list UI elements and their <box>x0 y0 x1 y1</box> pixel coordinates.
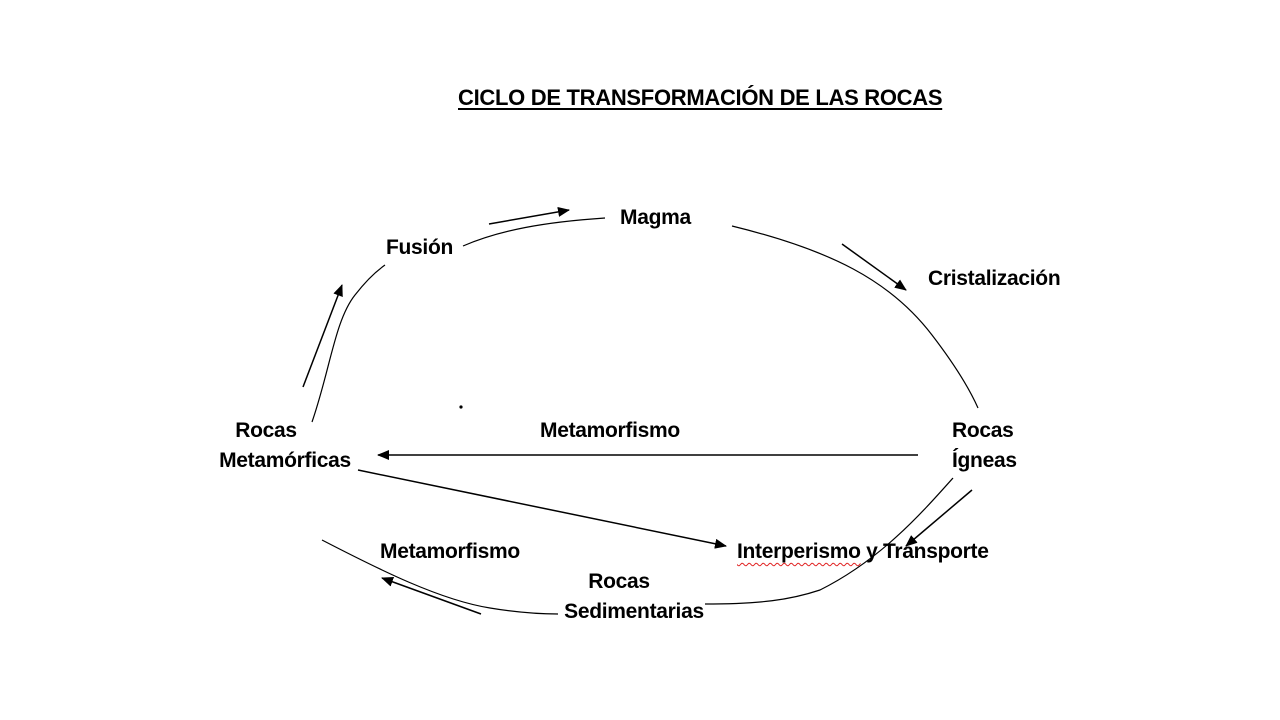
curve-magma-to-igneas <box>731 225 979 409</box>
stray-dot <box>459 405 463 409</box>
label-metamorfismo-bottom: Metamorfismo <box>380 540 520 563</box>
node-rocas-sedimentarias: Rocas Sedimentarias <box>554 567 714 627</box>
transporte-words: y Transporte <box>860 540 989 563</box>
node-fusion: Fusión <box>386 236 454 259</box>
diagram-title: CICLO DE TRANSFORMACIÓN DE LAS ROCAS <box>458 85 943 110</box>
node-rocas-igneas: Rocas Ígneas <box>952 416 1017 476</box>
node-rocas-metamorficas-line2: Metamórficas <box>219 449 351 472</box>
node-magma: Magma <box>620 206 691 229</box>
curve-metamorficas-to-fusion <box>311 264 386 423</box>
label-interperismo-transporte: Interperismo y Transporte <box>737 537 989 567</box>
arrow-metamorfismo-bottom <box>381 577 482 615</box>
arrow-metamorficas-to-interperismo <box>357 469 727 549</box>
node-rocas-sedimentarias-line2: Sedimentarias <box>564 600 704 623</box>
node-rocas-igneas-line2: Ígneas <box>952 449 1017 472</box>
node-cristalizacion: Cristalización <box>928 267 1061 290</box>
node-rocas-metamorficas: Rocas Metamórficas <box>205 416 365 476</box>
node-rocas-metamorficas-line1: Rocas <box>235 419 297 442</box>
arrow-to-magma <box>488 206 570 225</box>
curve-igneas-to-sedimentarias <box>704 477 954 605</box>
label-metamorfismo-center: Metamorfismo <box>540 419 680 442</box>
arrow-igneas-to-transporte <box>905 489 973 547</box>
arrow-to-fusion <box>302 284 343 388</box>
curve-sedimentarias-to-metamorficas <box>321 539 559 615</box>
node-rocas-igneas-line1: Rocas <box>952 419 1014 442</box>
arrow-cristalizacion <box>841 243 907 291</box>
node-rocas-sedimentarias-line1: Rocas <box>588 570 650 593</box>
interperismo-word: Interperismo <box>737 540 861 563</box>
curve-fusion-to-magma <box>462 217 606 247</box>
